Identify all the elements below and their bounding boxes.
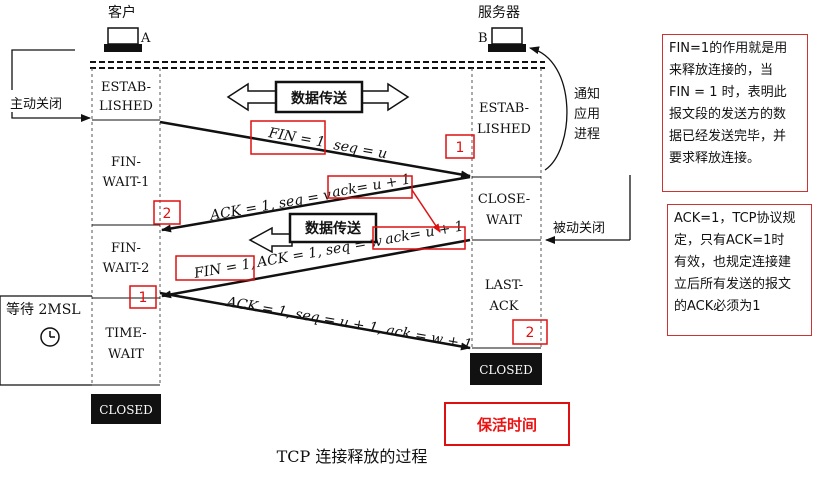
- marker-box: [129, 285, 157, 309]
- server-letter: B: [478, 31, 488, 46]
- server-label: 服务器: [478, 5, 520, 21]
- client-state-established-2: LISHED: [99, 99, 153, 114]
- data-transfer-label-2: 数据传送: [305, 220, 362, 237]
- active-close-arrow: [11, 112, 91, 122]
- fin-note-line: 来释放连接的，当: [669, 63, 774, 78]
- server-closed-label: CLOSED: [479, 363, 533, 377]
- server-state-closewait-2: WAIT: [486, 213, 522, 228]
- marker-1: 1: [456, 140, 465, 156]
- ack-note-line: 定，只有ACK=1时: [674, 233, 785, 248]
- client-state-finwait1-2: WAIT-1: [103, 175, 150, 190]
- notify-app-label-2: 应用: [574, 106, 600, 122]
- active-close-connector: [11, 49, 75, 90]
- wait-2msl-label: 等待 2MSL: [6, 301, 81, 318]
- msg-fin-arrow: [159, 120, 471, 179]
- fin-note-line: 据已经发送完毕，并: [669, 129, 787, 144]
- notify-app-label-1: 通知: [574, 86, 600, 102]
- fin-note: FIN=1的作用就是用 来释放连接的，当 FIN = 1 时，表明此 报文段的发…: [662, 34, 808, 192]
- msg-ack-arrow: [161, 175, 471, 233]
- client-state-timewait-1: TIME-: [105, 326, 146, 341]
- server-state-lastack-2: ACK: [488, 299, 518, 314]
- client-label: 客户: [108, 4, 136, 21]
- server-closed-box: [470, 353, 542, 385]
- marker-4: 2: [526, 325, 535, 341]
- data-transfer-label-1: 数据传送: [291, 90, 348, 107]
- ack-note-line: 有效，也规定连接建: [674, 255, 792, 270]
- client-closed-box: [91, 394, 161, 424]
- fin-note-line: FIN = 1 时，表明此: [669, 85, 787, 100]
- ack-note: ACK=1，TCP协议规 定，只有ACK=1时 有效，也规定连接建 立后所有发送…: [667, 204, 812, 336]
- server-state-established-2: LISHED: [477, 122, 531, 137]
- msg-finack-fin: FIN = 1,: [192, 256, 256, 283]
- highlight-fin-box-2: [175, 255, 255, 281]
- client-state-established-1: ESTAB-: [101, 80, 151, 95]
- ack-note-line: 的ACK必须为1: [674, 299, 761, 314]
- wait-2msl-bracket: [0, 295, 92, 386]
- clock-icon: [40, 327, 60, 347]
- diagram-caption: TCP 连接释放的过程: [277, 447, 428, 466]
- notify-app-arrow: [529, 46, 568, 171]
- highlight-link-arrow: [411, 189, 441, 233]
- marker-3: 1: [139, 290, 148, 306]
- client-state-finwait2-1: FIN-: [111, 241, 141, 256]
- marker-box: [153, 200, 181, 225]
- data-transfer-arrow-2: [248, 212, 378, 254]
- client-state-finwait2-2: WAIT-2: [103, 261, 150, 276]
- highlight-ack-box: [327, 175, 413, 199]
- server-state-closewait-1: CLOSE-: [478, 192, 530, 207]
- client-computer-icon: [104, 27, 142, 52]
- msg-final-ack-arrow: [159, 291, 471, 351]
- marker-box: [512, 319, 548, 345]
- client-closed-label: CLOSED: [99, 403, 153, 417]
- marker-box: [445, 134, 475, 159]
- keepalive-label: 保活时间: [444, 402, 570, 446]
- client-letter: A: [140, 31, 151, 46]
- highlight-fin-box: [250, 120, 326, 155]
- fin-note-line: FIN=1的作用就是用: [669, 41, 788, 56]
- notify-app-label-3: 进程: [574, 127, 600, 142]
- ack-note-line: ACK=1，TCP协议规: [674, 211, 796, 226]
- server-state-lastack-1: LAST-: [485, 278, 523, 293]
- msg-fin-seq: seq = u: [332, 137, 388, 162]
- client-state-timewait-2: WAIT: [108, 347, 144, 362]
- msg-final-ack-text: ACK = 1, seq = u + 1, ack = w + 1: [223, 294, 473, 353]
- server-state-established-1: ESTAB-: [479, 101, 529, 116]
- fin-note-line: 要求释放连接。: [669, 151, 761, 166]
- client-state-finwait1-1: FIN-: [111, 155, 141, 170]
- data-transfer-arrow-1: [226, 80, 410, 114]
- highlight-ack-box-2: [372, 226, 466, 250]
- ack-note-line: 立后所有发送的报文: [674, 277, 792, 292]
- active-close-label: 主动关闭: [10, 97, 62, 112]
- passive-close-label: 被动关闭: [553, 221, 605, 236]
- server-computer-icon: [488, 27, 526, 52]
- marker-2: 2: [163, 206, 172, 222]
- fin-note-line: 报文段的发送方的数: [669, 107, 787, 122]
